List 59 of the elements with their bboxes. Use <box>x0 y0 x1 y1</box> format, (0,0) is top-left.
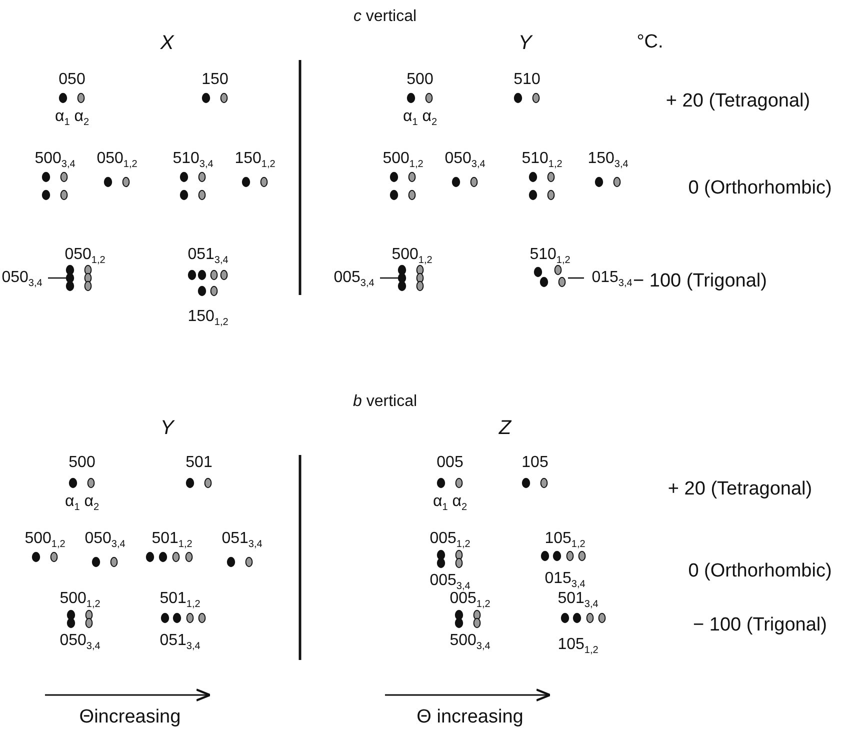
axis-caption: Θ increasing <box>416 708 524 728</box>
temperature-label: − 100 (Trigonal) <box>633 272 767 292</box>
wavelength-label: α$_{1}$ α$_{2}$ <box>432 492 468 514</box>
reflection-label: 501$_{3,4}$ <box>558 590 598 610</box>
axis-label: Y <box>518 32 532 54</box>
wavelength-label: α$_{1}$ α$_{2}$ <box>64 492 100 514</box>
reflection-label: 050 <box>58 71 86 89</box>
reflection-label: 501$_{1,2}$ <box>160 590 200 610</box>
reflection-label: 500 <box>68 454 96 472</box>
reflection-label: 005$_{1,2}$ <box>430 530 470 550</box>
reflection-label: 015$_{3,4}$ <box>592 268 632 290</box>
reflection-label: 105 <box>522 454 548 472</box>
reflection-label: 005 <box>436 454 464 472</box>
reflection-label: 105$_{1,2}$ <box>558 636 598 656</box>
wavelength-label: α$_{1}$ α$_{2}$ <box>54 108 90 128</box>
temperature-label: 0 (Orthorhombic) <box>688 178 832 200</box>
reflection-label: 005$_{3,4}$ <box>430 572 470 592</box>
wavelength-label: α$_{1}$ α$_{2}$ <box>402 108 438 128</box>
reflection-label: 051$_{3,4}$ <box>160 632 200 652</box>
reflection-label: 501 <box>186 454 212 472</box>
reflection-label: 510$_{1,2}$ <box>522 150 562 170</box>
reflection-label: 500$_{3,4}$ <box>34 150 76 170</box>
heading: b vertical <box>352 393 418 411</box>
temperature-label: + 20 (Tetragonal) <box>666 92 810 112</box>
reflection-label: 050$_{1,2}$ <box>96 150 138 170</box>
reflection-label: 051$_{3,4}$ <box>222 530 262 550</box>
reflection-label: 500$_{3,4}$ <box>450 632 490 652</box>
unit-label: °C. <box>636 32 664 54</box>
axis-caption: Θincreasing <box>79 708 181 728</box>
reflection-label: 050$_{1,2}$ <box>64 246 106 266</box>
axis-label: X <box>160 32 174 54</box>
reflection-label: 510 <box>514 71 540 89</box>
reflection-label: 510$_{1,2}$ <box>530 246 570 266</box>
reflection-label: 005$_{3,4}$ <box>334 268 374 290</box>
reflection-label: 050$_{3,4}$ <box>444 150 486 170</box>
reflection-label: 500$_{1,2}$ <box>24 530 66 550</box>
reflection-label: 501$_{1,2}$ <box>152 530 192 550</box>
reflection-label: 105$_{1,2}$ <box>544 530 586 550</box>
temperature-label: 0 (Orthorhombic) <box>688 562 832 582</box>
temperature-label: + 20 (Tetragonal) <box>668 480 812 500</box>
reflection-label: 050$_{3,4}$ <box>84 530 126 550</box>
reflection-label: 150$_{3,4}$ <box>588 150 628 170</box>
reflection-label: 510$_{3,4}$ <box>172 150 214 170</box>
reflection-label: 050$_{3,4}$ <box>60 632 100 652</box>
reflection-label: 500$_{1,2}$ <box>392 246 432 266</box>
reflection-label: 500$_{1,2}$ <box>382 150 424 170</box>
reflection-label: 500 <box>406 71 434 89</box>
reflection-label: 051$_{3,4}$ <box>188 246 228 266</box>
reflection-label: 005$_{1,2}$ <box>450 590 490 610</box>
reflection-label: 015$_{3,4}$ <box>544 570 586 590</box>
axis-label: Z <box>498 417 512 439</box>
axis-label: Y <box>160 417 174 439</box>
reflection-label: 150 <box>202 71 228 89</box>
temperature-label: − 100 (Trigonal) <box>693 616 827 636</box>
reflection-label: 500$_{1,2}$ <box>60 590 100 610</box>
reflection-label: 150$_{1,2}$ <box>188 308 228 328</box>
heading: c vertical <box>353 8 417 26</box>
reflection-label: 150$_{1,2}$ <box>234 150 276 170</box>
reflection-label: 050$_{3,4}$ <box>2 268 42 290</box>
